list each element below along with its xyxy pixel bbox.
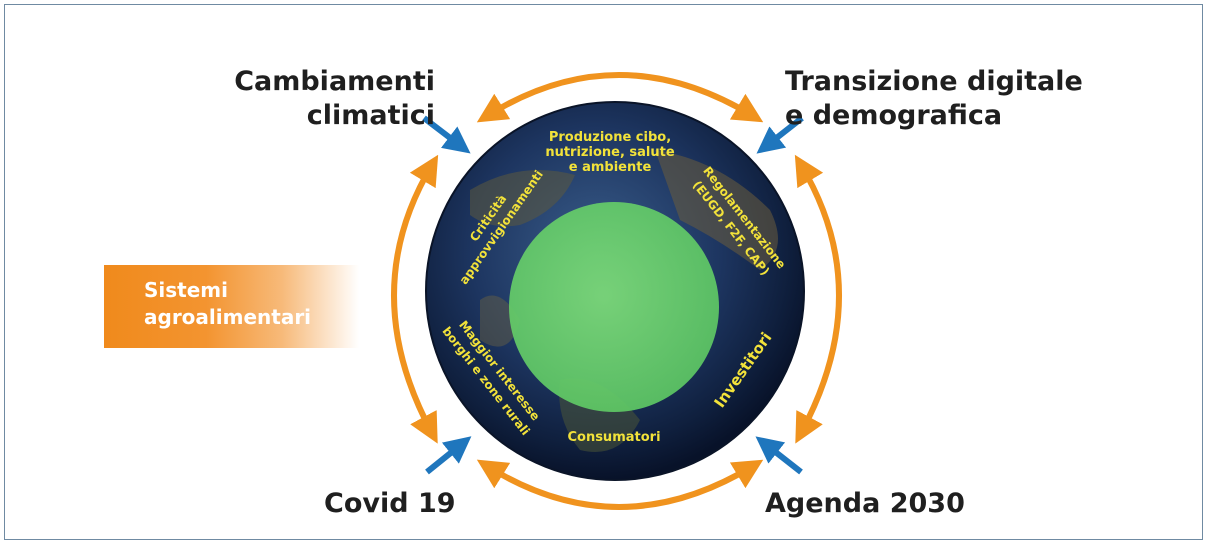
- label-transizione: Transizione digitale e demografica: [785, 65, 1083, 133]
- label-consumatori: Consumatori: [567, 430, 660, 445]
- label-transizione-line-1: Transizione digitale: [785, 66, 1083, 97]
- blue-arrow-bottom-right: [755, 436, 803, 475]
- blue-arrow-bottom-left: [425, 436, 472, 475]
- label-production-line-1: Produzione cibo,: [549, 130, 671, 145]
- orange-arrow-bottom: [476, 459, 764, 510]
- blue-inward-arrows: [422, 115, 804, 475]
- label-agenda-2030: Agenda 2030: [765, 488, 965, 519]
- orange-arrow-top: [476, 72, 764, 123]
- label-production-line-3: e ambiente: [569, 160, 652, 175]
- label-production-line-2: nutrizione, salute: [545, 145, 675, 160]
- side-box-line-2: agroalimentari: [144, 305, 312, 329]
- orange-arrow-left: [391, 154, 439, 444]
- label-cambiamenti-climatici: Cambiamenti climatici: [0, 65, 435, 133]
- blue-arrow-top-right: [756, 115, 804, 154]
- orange-cycle-arrows: [391, 72, 842, 510]
- side-box-line-1: Sistemi: [144, 278, 228, 302]
- label-covid: Covid 19: [324, 488, 456, 519]
- label-cambiamenti-line-1: Cambiamenti: [234, 66, 435, 97]
- side-box-sistemi: Sistemi agroalimentari: [104, 265, 359, 348]
- blue-arrow-top-left: [422, 115, 471, 154]
- orange-arrow-right: [794, 154, 842, 444]
- green-core: [509, 202, 719, 412]
- label-transizione-line-2: e demografica: [785, 100, 1003, 131]
- label-cambiamenti-line-2: climatici: [306, 100, 435, 131]
